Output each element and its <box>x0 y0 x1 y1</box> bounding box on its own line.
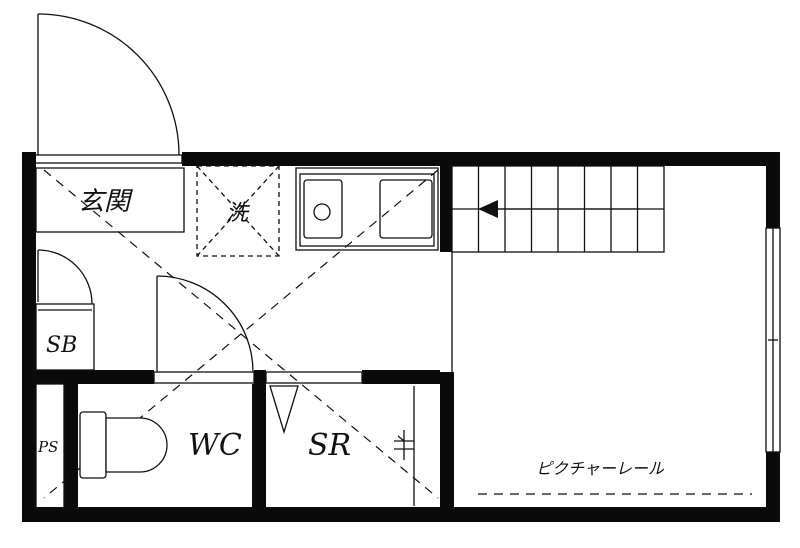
label-pipe-space: PS <box>37 438 58 456</box>
entrance-step <box>35 167 185 233</box>
entrance-door <box>37 13 180 156</box>
pipe-space-box <box>35 383 65 509</box>
loft-ladder <box>451 165 665 253</box>
shower-fixtures <box>269 385 415 506</box>
sink-icon <box>379 179 433 239</box>
door-frames <box>153 371 363 384</box>
shower-faucet-icon <box>394 430 414 460</box>
diagonal-dashed-lines <box>43 169 439 499</box>
kitchen-counter <box>295 167 439 251</box>
stove-burner-icon <box>313 203 331 221</box>
ladder-arrow-icon <box>478 200 498 218</box>
label-entrance: 玄関 <box>78 187 133 217</box>
outer-walls <box>22 152 780 522</box>
shoe-box-door <box>35 249 95 371</box>
shower-door-triangle-icon <box>269 385 299 435</box>
interior-walls <box>36 160 454 522</box>
toilet-door <box>156 275 254 373</box>
label-shower-room: SR <box>308 428 351 463</box>
label-shoe-box: SB <box>46 333 77 358</box>
entrance-threshold <box>34 154 183 164</box>
laundry-space <box>196 165 280 257</box>
label-laundry: 洗 <box>226 201 250 226</box>
label-toilet: WC <box>188 428 242 463</box>
label-picture-rail: ピクチャーレール <box>536 459 665 478</box>
window-right <box>765 227 781 453</box>
toilet-fixture <box>79 411 168 479</box>
